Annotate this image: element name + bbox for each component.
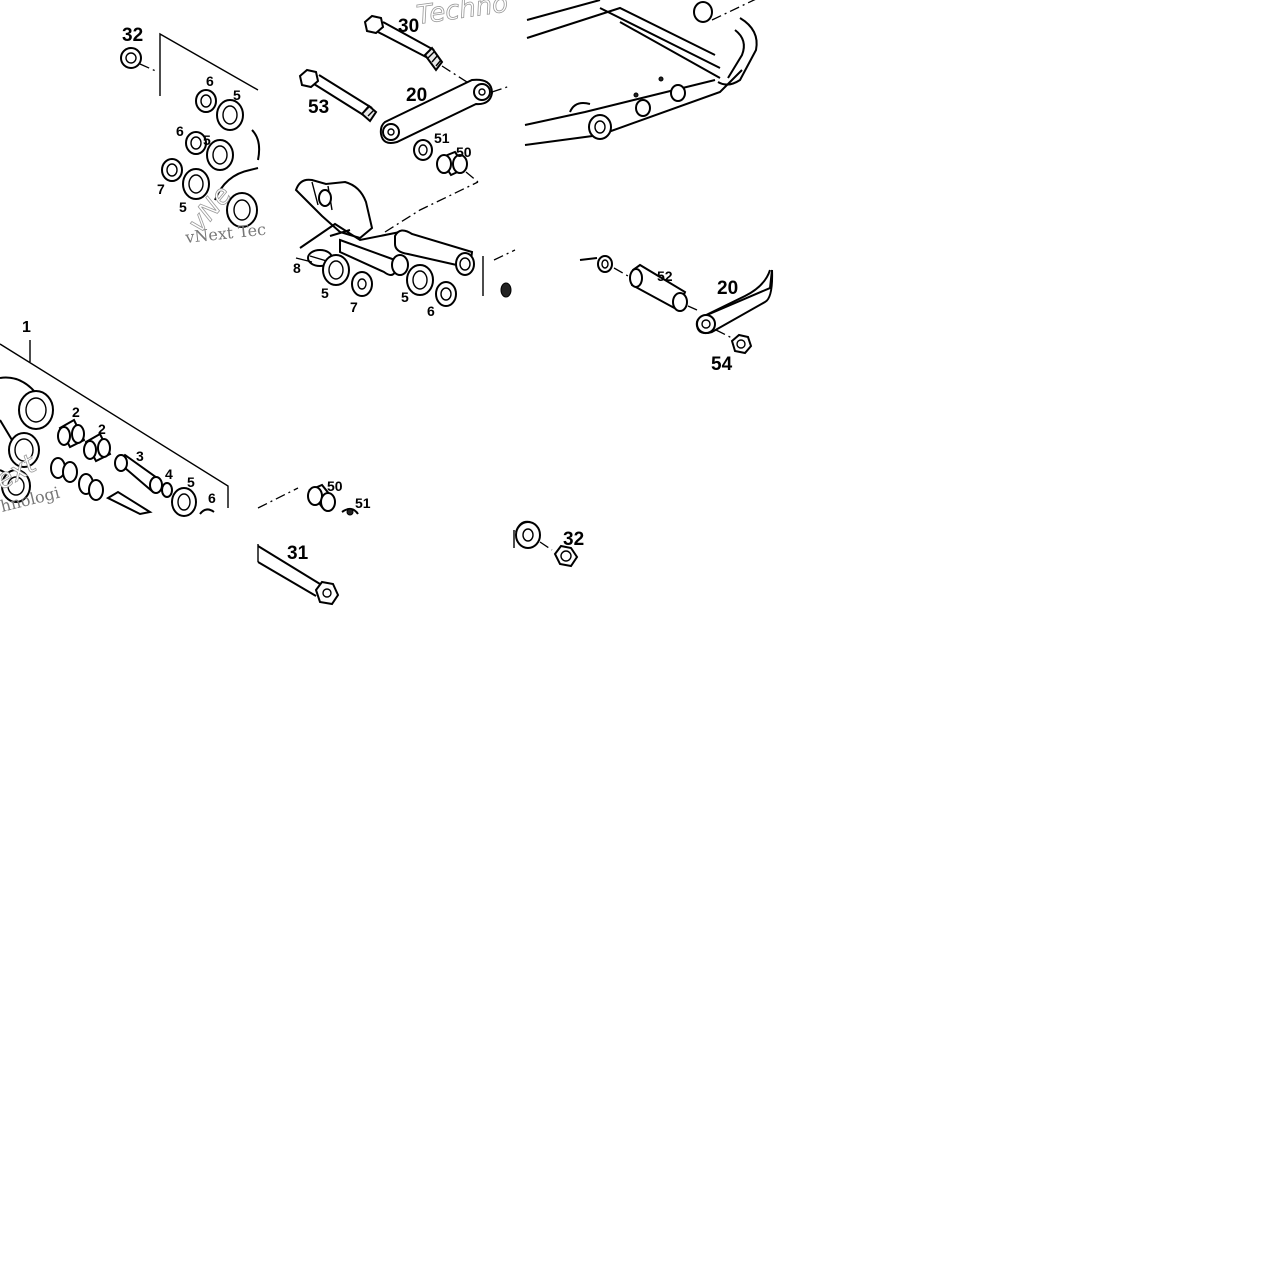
label-30: 30 <box>398 16 419 37</box>
label-2-b: 2 <box>98 421 106 437</box>
main-arm-group <box>0 340 229 517</box>
label-20-upper: 20 <box>406 85 427 106</box>
tube-3 <box>114 453 163 494</box>
label-4: 4 <box>165 466 173 482</box>
link-20-upper <box>379 78 494 144</box>
label-2-a: 2 <box>72 404 80 420</box>
upper-left-bushing-group <box>120 32 261 228</box>
label-5-a: 5 <box>233 87 241 103</box>
needle-bearing-2b <box>83 432 112 463</box>
upper-link-group <box>298 14 511 183</box>
swing-arm-frame <box>524 0 758 146</box>
label-8: 8 <box>293 260 301 276</box>
label-5-e: 5 <box>401 289 409 305</box>
spacer-7 <box>351 271 373 297</box>
label-1: 1 <box>22 319 31 336</box>
label-31: 31 <box>287 543 309 564</box>
link-20-lower <box>695 269 774 335</box>
label-6-b: 6 <box>176 123 184 139</box>
watermark-top: Techno <box>415 0 510 31</box>
spacer-4 <box>161 482 173 498</box>
washer-6-a <box>435 281 457 307</box>
nut-32-upper <box>120 47 142 69</box>
label-7-b: 7 <box>350 299 358 315</box>
bushing-50-upper <box>436 150 468 177</box>
label-5-b: 5 <box>203 132 211 148</box>
nut-32-lower <box>553 544 579 568</box>
fragment-dark <box>500 282 512 298</box>
bolt-31 <box>257 544 340 606</box>
needle-bearing-2a <box>57 418 86 449</box>
lower-right-nut-group <box>513 520 579 568</box>
tube-52 <box>629 263 688 312</box>
bolt-53 <box>298 68 378 123</box>
label-6-a: 6 <box>206 73 214 89</box>
label-52: 52 <box>657 268 673 284</box>
bushing-50-lower <box>307 483 336 512</box>
label-6-d: 6 <box>208 490 216 506</box>
label-32-lower: 32 <box>563 529 584 550</box>
nut-54 <box>730 333 753 355</box>
label-51-lower: 51 <box>355 495 371 511</box>
bushing-5-c <box>171 487 197 517</box>
needle-bearing-left-b <box>78 473 104 501</box>
label-32-upper: 32 <box>122 25 143 46</box>
label-53: 53 <box>308 97 329 118</box>
label-5-f: 5 <box>187 474 195 490</box>
bolt-30 <box>363 14 444 72</box>
label-50-upper: 50 <box>456 144 472 160</box>
label-20-lower: 20 <box>717 278 738 299</box>
part-labels: 32 30 53 20 51 50 6 5 6 5 7 5 8 5 7 5 6 … <box>22 16 738 564</box>
lower-pivot-group <box>257 483 359 606</box>
part-51-upper <box>413 139 433 161</box>
label-5-d: 5 <box>321 285 329 301</box>
bushing-5-b <box>406 264 434 296</box>
label-50-lower: 50 <box>327 478 343 494</box>
bushing-5-a <box>322 254 350 286</box>
label-3: 3 <box>136 448 144 464</box>
lower-right-link-group <box>579 255 774 355</box>
pivot-tube-assembly <box>294 178 516 307</box>
label-6-c: 6 <box>427 303 435 319</box>
label-51-upper: 51 <box>434 130 450 146</box>
label-5-c: 5 <box>179 199 187 215</box>
label-7-a: 7 <box>157 181 165 197</box>
label-54: 54 <box>711 354 733 375</box>
needle-bearing-left-a <box>50 457 78 483</box>
